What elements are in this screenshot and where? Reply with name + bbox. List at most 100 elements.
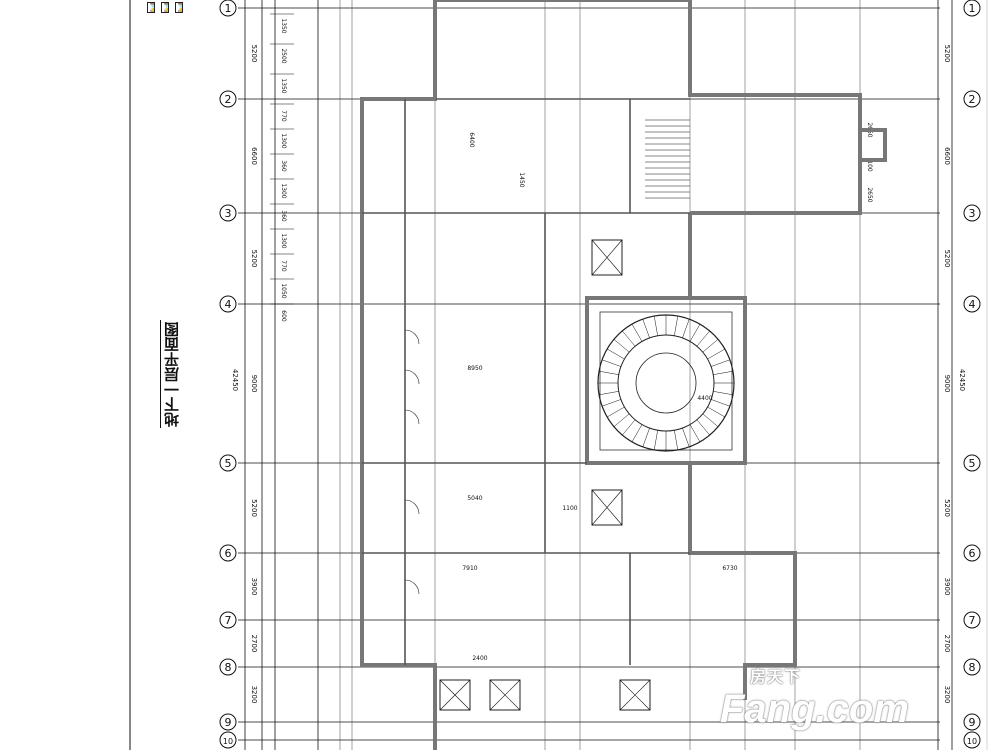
south-east-wall [688, 463, 797, 700]
right-dimension-label: 6600 [943, 147, 951, 165]
axis-label: 10 [967, 737, 977, 746]
stair-tread [702, 339, 719, 353]
stair-tread [696, 419, 710, 436]
left-dimension-label: 9000 [250, 375, 258, 393]
axis-label: 7 [225, 614, 232, 627]
room-dimension-label: 6730 [722, 565, 737, 572]
shaft [489, 679, 521, 711]
axis-label: 5 [969, 457, 976, 470]
axis-label: 7 [969, 614, 976, 627]
stair-enclosure [585, 296, 747, 465]
shaft-cross [591, 489, 623, 526]
stair-tread [711, 399, 730, 407]
axis-bubble [963, 454, 981, 472]
axis-label: 4 [969, 298, 976, 311]
stair-inner-circle [617, 334, 715, 432]
door-swing [404, 579, 420, 595]
stair-tread [689, 323, 701, 342]
sub-dimension-label: 1350 [280, 18, 287, 33]
axis-bubble [963, 658, 981, 676]
axis-label: 4 [225, 298, 232, 311]
stair-tread [613, 413, 630, 427]
symbol-icon: ⌛ [161, 2, 169, 13]
stair-tread [674, 430, 679, 451]
stair-tread [631, 424, 643, 443]
sub-dimension-label: 1300 [280, 133, 287, 148]
stair-tread [713, 370, 734, 375]
sub-dimension-label: 770 [280, 110, 287, 122]
stair-tread [674, 315, 679, 336]
axis-label: 6 [225, 547, 232, 560]
stair-tread [682, 428, 690, 447]
axis-label: 5 [225, 457, 232, 470]
shaft-cross [591, 239, 623, 276]
sub-dimension-label: 600 [280, 310, 287, 322]
right-dimension-label: 5200 [943, 45, 951, 63]
axis-bubble [219, 713, 237, 731]
total-dimension-label: 42450 [231, 369, 239, 391]
sub-dimension-label: 1350 [280, 78, 287, 93]
stair-tread [702, 413, 719, 427]
stair-tread [653, 430, 658, 451]
sub-dimension-label: 1300 [280, 183, 287, 198]
axis-bubble [963, 204, 981, 222]
room-dimension-label: 5040 [467, 495, 482, 502]
symbol-icon: ⌛ [147, 2, 155, 13]
stair-tread [606, 348, 625, 360]
left-dimension-label: 5200 [250, 499, 258, 517]
axis-bubble [219, 658, 237, 676]
stair-tread [613, 339, 630, 353]
left-dimension-label: 2700 [250, 635, 258, 653]
shaft-cross [439, 679, 471, 711]
shaft [439, 679, 471, 711]
axis-bubble [219, 0, 237, 17]
sub-dimension-label: 360 [280, 210, 287, 222]
axis-bubble [963, 731, 981, 749]
axis-bubble [219, 454, 237, 472]
sub-dimension-label: 1050 [280, 283, 287, 298]
shaft-cross [489, 679, 521, 711]
sub-dimension-label: 1300 [280, 233, 287, 248]
stair-tread [707, 406, 726, 418]
title-rule [160, 320, 161, 428]
left-dimension-label: 3200 [250, 686, 258, 704]
sub-dimension-label: 360 [280, 160, 287, 172]
sub-dimension-label: 2650 [866, 187, 873, 202]
axis-bubble [963, 295, 981, 313]
axis-bubble [219, 204, 237, 222]
sub-dimension-label: 100 [866, 160, 873, 172]
axis-bubble [219, 90, 237, 108]
axis-label: 9 [969, 716, 976, 729]
right-dimension-label: 3200 [943, 686, 951, 704]
axis-bubble [219, 295, 237, 313]
symbol-icon: ⌛ [175, 2, 183, 13]
stair-tread [642, 428, 650, 447]
left-dimension-label: 5200 [250, 45, 258, 63]
axis-label: 8 [225, 661, 232, 674]
axis-label: 10 [223, 737, 233, 746]
room-dimension-label: 4400 [697, 395, 712, 402]
door-swing [404, 329, 420, 345]
stair-tread [622, 330, 636, 347]
stair-tread [653, 315, 658, 336]
axis-bubble [963, 544, 981, 562]
axis-bubble [219, 544, 237, 562]
room-dimension-label: 1450 [518, 172, 525, 187]
stair-tread [631, 323, 643, 342]
right-dimension-label: 2700 [943, 635, 951, 653]
axis-bubble [219, 731, 237, 749]
room-dimension-label: 7910 [462, 565, 477, 572]
room-dimension-label: 1100 [562, 505, 577, 512]
axis-label: 8 [969, 661, 976, 674]
axis-label: 3 [225, 207, 232, 220]
door-swing [404, 409, 420, 425]
watermark-cn: 房天下 [750, 667, 802, 686]
legend-symbols: ⌛ ⌛ ⌛ [147, 2, 183, 13]
right-dimension-label: 3900 [943, 578, 951, 596]
stair-tread [689, 424, 701, 443]
axis-bubble [963, 0, 981, 17]
axis-bubble [219, 611, 237, 629]
door-swing [404, 499, 420, 515]
stair-core [635, 352, 697, 414]
